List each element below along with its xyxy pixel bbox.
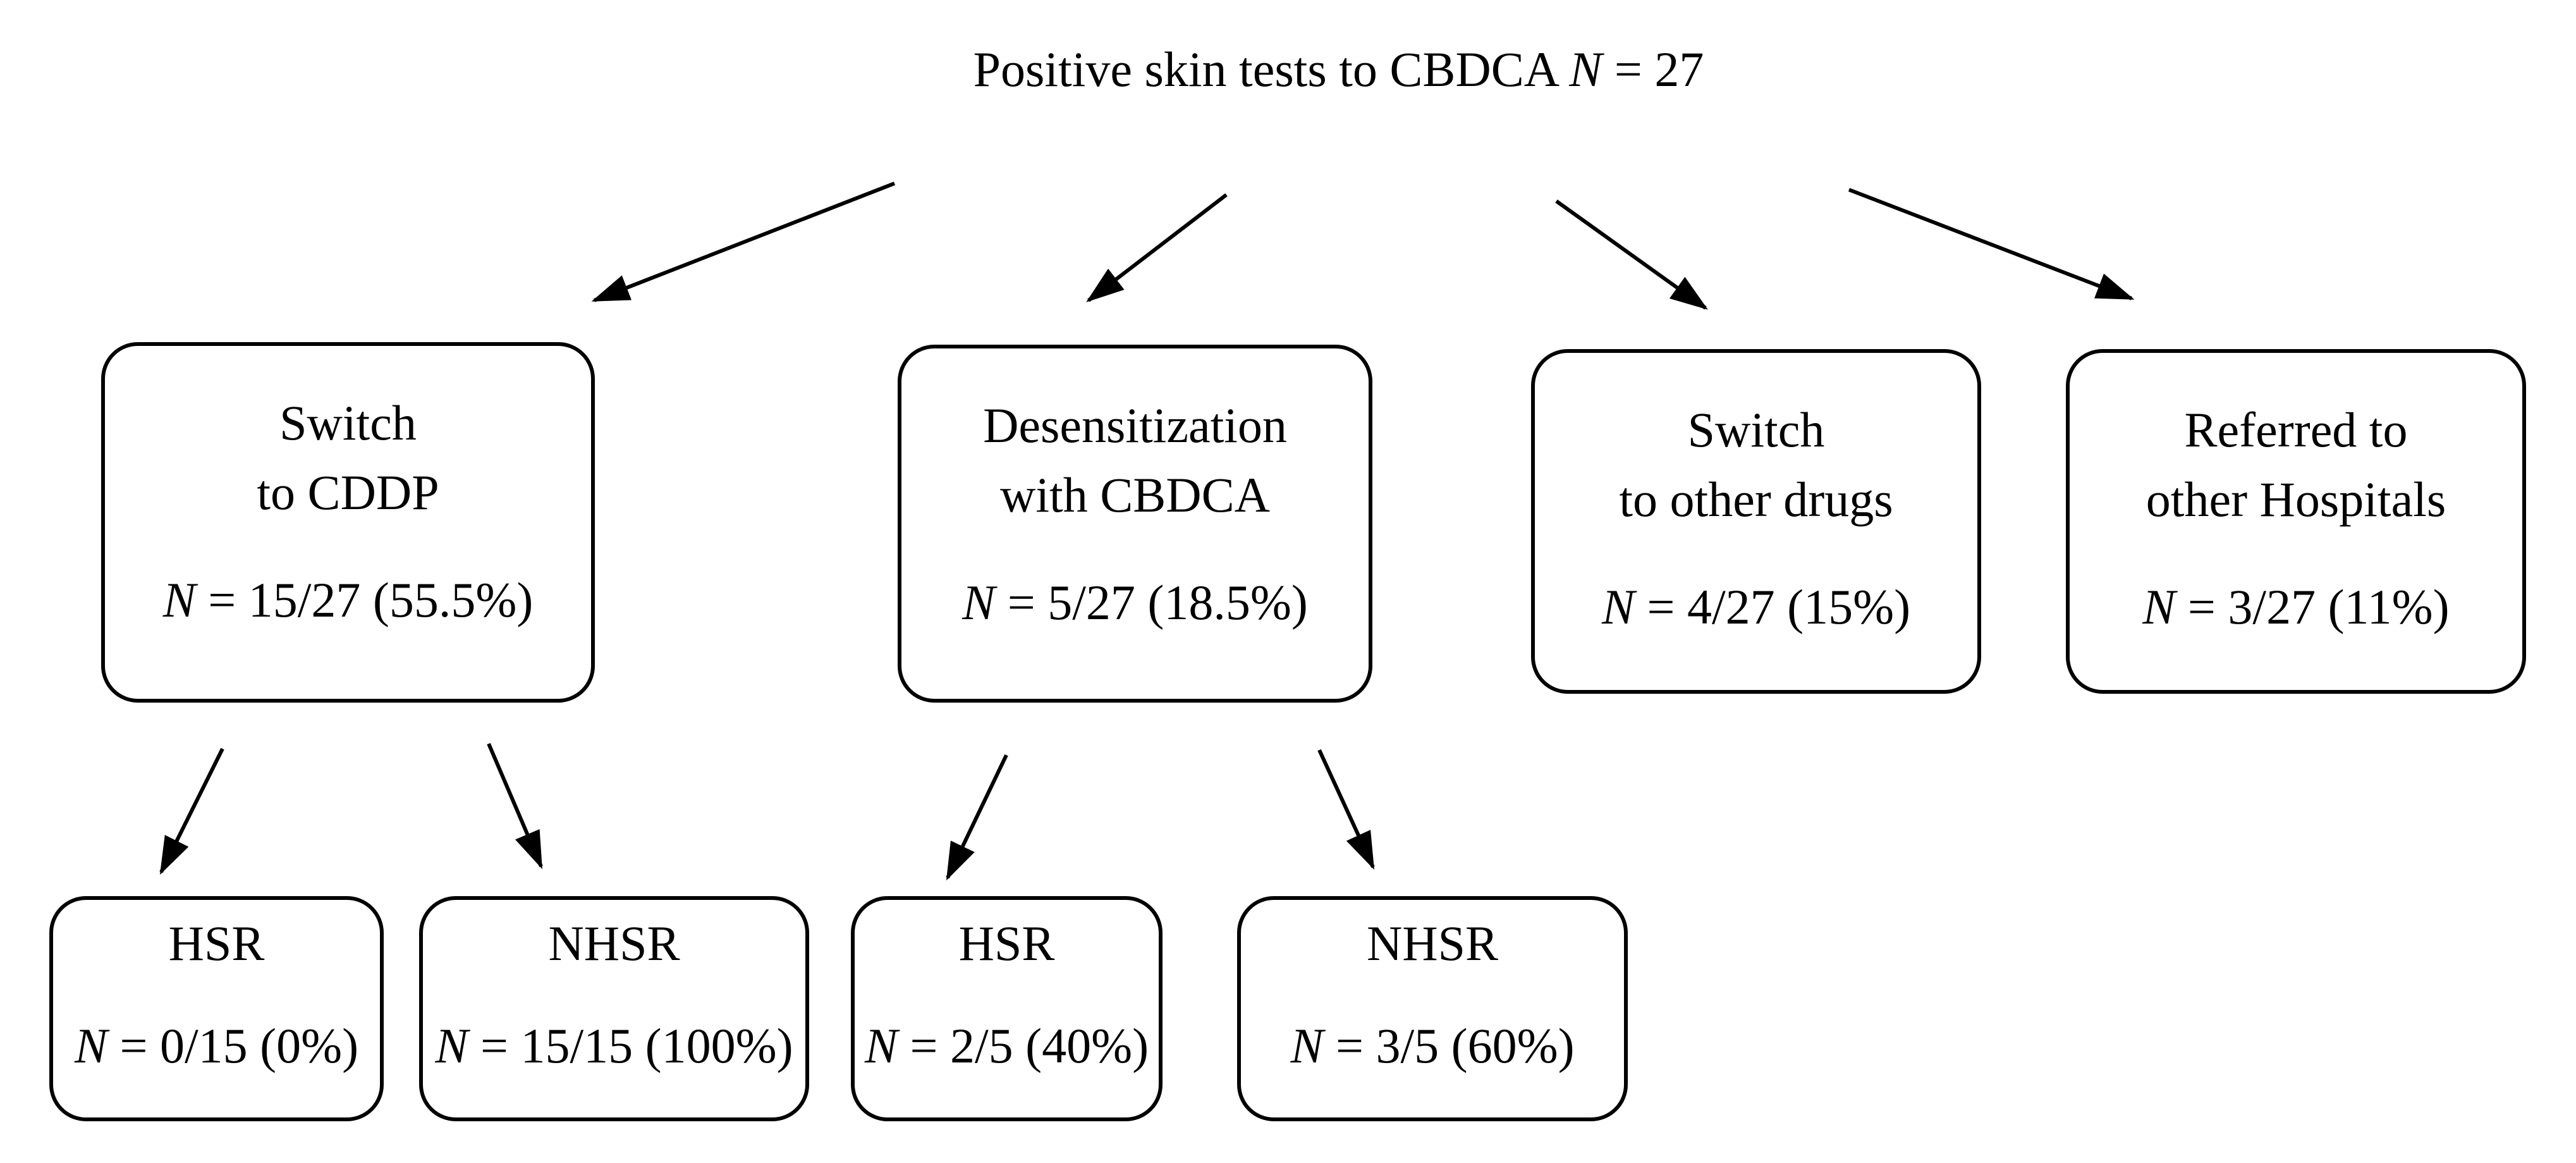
node-label-line: Desensitization xyxy=(983,398,1287,453)
node-nhsr-after-desensitization: NHSR N = 3/5 (60%) xyxy=(1237,896,1628,1121)
node-stat: N = 5/27 (18.5%) xyxy=(901,568,1369,637)
node-stat: N = 3/27 (11%) xyxy=(2070,572,2522,642)
node-stat: N = 15/27 (55.5%) xyxy=(105,565,591,635)
node-label-line: other Hospitals xyxy=(2146,472,2446,527)
stat-value: = 0/15 (0%) xyxy=(107,1018,359,1073)
stat-n-symbol: N xyxy=(962,575,996,630)
node-switch-to-other-drugs: Switch to other drugs N = 4/27 (15%) xyxy=(1531,349,1981,694)
node-label-line: NHSR xyxy=(1366,916,1499,971)
stat-value: = 15/27 (55.5%) xyxy=(195,572,534,627)
arrow-root-to-desens xyxy=(1086,193,1228,302)
node-label-line: to CDDP xyxy=(257,465,439,520)
node-stat: N = 3/5 (60%) xyxy=(1241,1011,1624,1081)
root-node-title: Positive skin tests to CBDCA N = 27 xyxy=(51,35,2576,104)
node-hsr-after-desensitization: HSR N = 2/5 (40%) xyxy=(851,896,1163,1121)
stat-value: = 15/15 (100%) xyxy=(468,1018,793,1073)
node-label-line: Switch xyxy=(279,395,417,450)
stat-n-symbol: N xyxy=(1290,1018,1324,1073)
node-stat: N = 15/15 (100%) xyxy=(423,1011,805,1081)
node-label-line: Referred to xyxy=(2184,402,2408,457)
stat-n-symbol: N xyxy=(435,1018,468,1073)
arrow-desens-to-hsr xyxy=(946,754,1008,881)
node-label-line: Switch xyxy=(1687,402,1825,457)
node-label-line: NHSR xyxy=(548,916,680,971)
stat-value: = 4/27 (15%) xyxy=(1634,579,1911,634)
stat-n-symbol: N xyxy=(1601,579,1635,634)
stat-n-symbol: N xyxy=(2142,579,2176,634)
arrow-desens-to-nhsr xyxy=(1317,749,1375,870)
root-title-n: N xyxy=(1569,42,1602,97)
node-stat: N = 2/5 (40%) xyxy=(855,1011,1159,1081)
node-referred-to-other-hospitals: Referred to other Hospitals N = 3/27 (11… xyxy=(2066,349,2526,694)
node-label-line: HSR xyxy=(168,916,265,971)
arrow-root-to-other-drugs xyxy=(1555,199,1708,310)
node-label-line: with CBDCA xyxy=(1000,467,1270,522)
root-title-prefix: Positive skin tests to CBDCA xyxy=(973,42,1557,97)
arrow-root-to-referred xyxy=(1848,188,2135,300)
stat-n-symbol: N xyxy=(162,572,196,627)
node-hsr-after-cddp: HSR N = 0/15 (0%) xyxy=(49,896,384,1121)
root-title-suffix: = 27 xyxy=(1614,42,1704,97)
arrow-cddp-to-nhsr xyxy=(487,742,543,870)
arrow-root-to-switch-cddp xyxy=(591,182,896,302)
stat-value: = 5/27 (18.5%) xyxy=(995,575,1308,630)
stat-n-symbol: N xyxy=(74,1018,107,1073)
stat-value: = 3/27 (11%) xyxy=(2175,579,2450,634)
node-stat: N = 4/27 (15%) xyxy=(1535,572,1977,642)
stat-n-symbol: N xyxy=(864,1018,898,1073)
stat-value: = 3/5 (60%) xyxy=(1323,1018,1575,1073)
node-switch-to-cddp: Switch to CDDP N = 15/27 (55.5%) xyxy=(101,342,595,703)
stat-value: = 2/5 (40%) xyxy=(897,1018,1149,1073)
node-label-line: HSR xyxy=(958,916,1055,971)
node-label-line: to other drugs xyxy=(1619,472,1893,527)
node-desensitization-cbdca: Desensitization with CBDCA N = 5/27 (18.… xyxy=(898,345,1372,703)
arrow-cddp-to-hsr xyxy=(159,748,224,875)
node-nhsr-after-cddp: NHSR N = 15/15 (100%) xyxy=(419,896,809,1121)
node-stat: N = 0/15 (0%) xyxy=(53,1011,380,1081)
